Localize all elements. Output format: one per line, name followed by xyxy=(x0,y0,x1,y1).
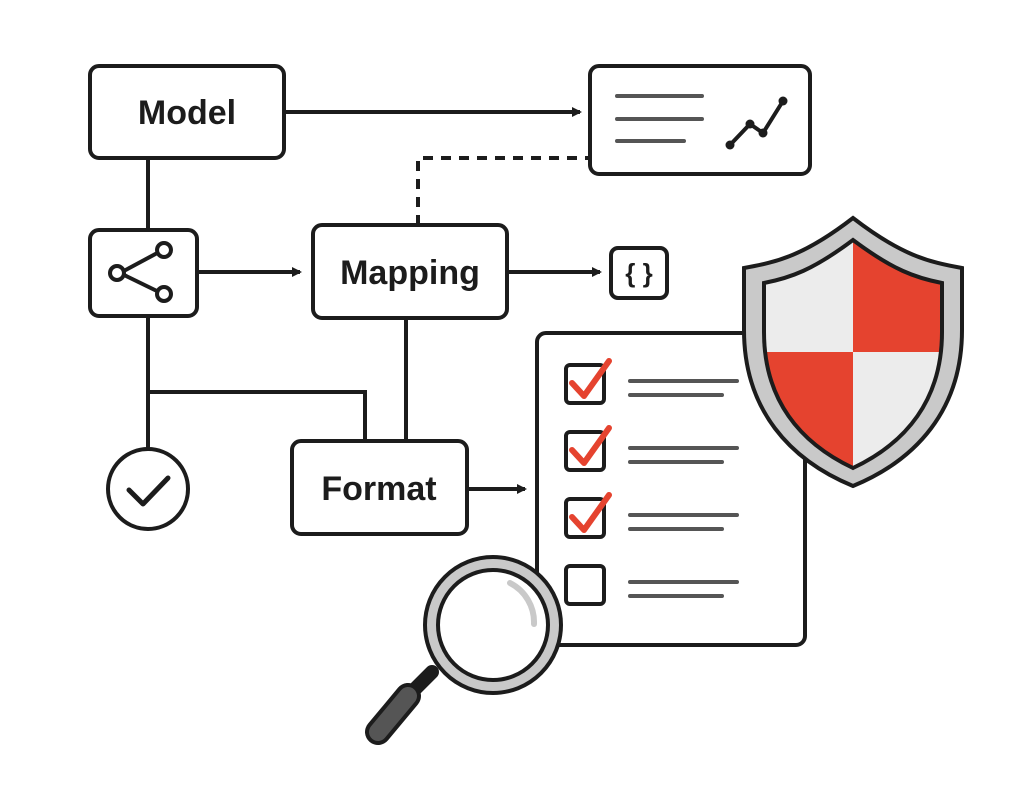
check-circle-icon xyxy=(106,447,190,531)
model-label: Model xyxy=(138,94,236,132)
model-node: Model xyxy=(88,64,286,160)
checkmark-icon xyxy=(569,492,612,533)
checkbox-checked xyxy=(564,430,606,472)
format-label: Format xyxy=(321,470,436,508)
dashed-mapping-to-report xyxy=(416,156,590,225)
mapping-node: Mapping xyxy=(311,223,509,320)
magnifier-icon xyxy=(365,555,563,745)
checkbox-checked xyxy=(564,363,606,405)
checkmark-icon xyxy=(569,358,612,399)
report-chart-icon xyxy=(615,94,788,150)
format-node: Format xyxy=(290,439,469,536)
share-icon xyxy=(108,241,173,303)
share-node xyxy=(88,228,199,318)
curly-braces-icon: { } xyxy=(625,258,652,288)
shield-icon xyxy=(742,215,964,489)
connectors xyxy=(146,107,602,494)
checkmark-icon xyxy=(569,425,612,466)
checklist-icon xyxy=(564,358,739,606)
mapping-label: Mapping xyxy=(340,254,480,292)
checkbox-checked xyxy=(564,497,606,539)
checklist-item xyxy=(564,425,739,472)
line-branch-to-format xyxy=(148,390,367,441)
json-node: { } xyxy=(609,246,669,300)
checklist-document xyxy=(535,331,807,647)
checklist-item xyxy=(564,564,739,606)
checklist-item xyxy=(564,358,739,405)
checklist-item xyxy=(564,492,739,539)
checkbox-unchecked xyxy=(564,564,606,606)
report-node xyxy=(588,64,812,176)
